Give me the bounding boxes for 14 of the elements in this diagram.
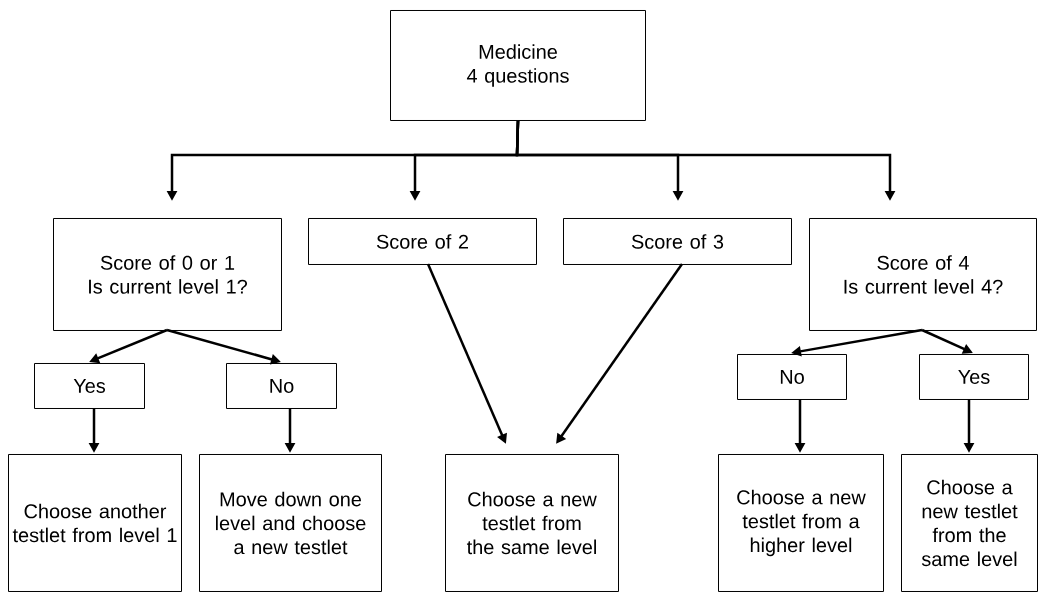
- process-box: Choose a new testlet from the same level: [445, 454, 619, 592]
- process-box: Medicine 4 questions: [390, 10, 646, 121]
- process-box: Move down one level and choose a new testlet: [199, 454, 382, 592]
- process-box: No: [226, 363, 337, 409]
- process-box: No: [737, 354, 847, 400]
- process-box: Score of 2: [308, 218, 537, 265]
- process-box: Score of 4 Is current level 4?: [809, 218, 1037, 331]
- process-box: Choose a new testlet from a higher level: [718, 454, 884, 592]
- process-box: Choose another testlet from level 1: [8, 454, 182, 592]
- process-box: Yes: [919, 354, 1029, 400]
- process-box: Yes: [34, 363, 145, 409]
- process-box: Score of 3: [563, 218, 792, 265]
- process-box: Score of 0 or 1 Is current level 1?: [53, 218, 282, 331]
- process-box: Choose a new testlet from the same level: [901, 454, 1038, 592]
